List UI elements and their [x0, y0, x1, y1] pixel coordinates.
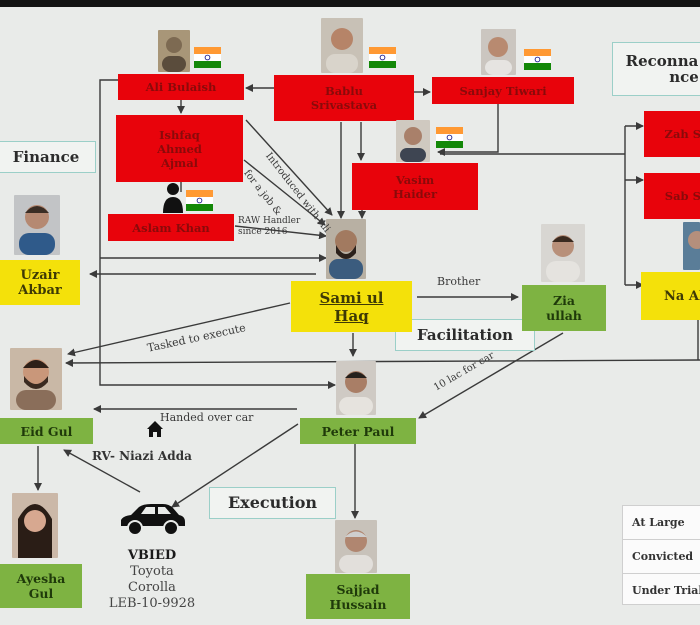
node-na-ak-label: Na Ak: [664, 288, 700, 304]
section-facilitation: Facilitation: [395, 319, 535, 351]
photo-na-ak: [683, 222, 700, 270]
node-ayesha-gul: Ayesha Gul: [0, 564, 82, 608]
node-aslam-khan-label: Aslam Khan: [132, 220, 210, 235]
node-eid-gul-label: Eid Gul: [20, 423, 73, 439]
node-sami-ul-haq-label: Sami ul Haq: [319, 288, 384, 325]
node-ali-bulaish: Ali Bulaish: [118, 74, 244, 100]
edge-aslam-sami: [234, 225, 327, 240]
edge-label-brother-text: Brother: [437, 275, 481, 288]
section-reconnaissance: Reconna nce: [612, 42, 700, 96]
node-sab-sh-label: Sab Sh: [664, 189, 700, 203]
section-finance-label: Finance: [12, 148, 80, 166]
edge-ishfaq-sami: [243, 159, 326, 226]
house-icon: [147, 421, 163, 437]
node-uzair-akbar: Uzair Akbar: [0, 260, 80, 305]
node-sanjay-tiwari-label: Sanjay Tiwari: [459, 83, 547, 98]
edge-peter-car: [171, 423, 299, 508]
node-zah-sh-label: Zah Sh: [664, 127, 700, 141]
vbied-info: VBIED Toyota Corolla LEB-10-9928: [106, 548, 198, 612]
photo-uzair-akbar: [14, 195, 60, 255]
node-bablu-srivastava: Bablu Srivastava: [274, 75, 414, 121]
node-vasim-haider-label: Vasim Haider: [392, 172, 438, 201]
india-flag-icon: [369, 47, 396, 68]
node-aslam-khan: Aslam Khan: [108, 214, 234, 241]
photo-peter-paul: [336, 361, 376, 415]
photo-sajjad-hussain: [335, 520, 377, 573]
person-silhouette-icon: [163, 183, 183, 213]
india-flag-icon: [524, 49, 551, 70]
node-zah-sh: Zah Sh: [644, 111, 700, 157]
photo-bablu-srivastava: [321, 18, 363, 73]
vbied-make: Toyota: [130, 564, 174, 579]
photo-vasim-haider: [396, 120, 430, 162]
edge-sami-eidgul: [67, 302, 291, 357]
section-finance: Finance: [0, 141, 96, 173]
photo-zia-ullah: [541, 224, 585, 282]
node-uzair-akbar-label: Uzair Akbar: [18, 267, 62, 298]
edge-label-handed-text: Handed over car: [160, 411, 254, 424]
india-flag-icon: [186, 190, 213, 211]
edge-ali-sami: [245, 119, 333, 216]
vbied-title: VBIED: [127, 548, 177, 563]
edge-label-raw-handler: RAW Handler since 2016: [238, 216, 300, 238]
photo-ayesha-gul: [12, 493, 58, 558]
node-na-ak: Na Ak: [641, 272, 700, 320]
edge-car-eidgul: [63, 449, 141, 493]
node-sajjad-hussain: Sajjad Hussain: [306, 574, 410, 619]
legend-convicted: Convicted: [623, 540, 700, 574]
edge-sanjay-vasim: [437, 104, 499, 156]
edge-zia-peter: [418, 332, 564, 419]
legend-under-trial: Under Trial: [632, 584, 700, 597]
photo-ali-bulaish: [158, 30, 190, 72]
section-execution: Execution: [209, 487, 336, 519]
node-ali-bulaish-label: Ali Bulaish: [145, 80, 217, 94]
edge-label-raw-handler-line2: since 2016: [238, 227, 288, 237]
node-sami-ul-haq: Sami ul Haq: [291, 281, 412, 332]
node-bablu-srivastava-label: Bablu Srivastava: [310, 84, 378, 112]
section-execution-label: Execution: [227, 493, 318, 512]
edge-right-long: [65, 358, 700, 367]
edge-label-rv: RV- Niazi Adda: [92, 449, 192, 463]
edge-label-rv-text: RV- Niazi Adda: [92, 449, 192, 463]
node-peter-paul-label: Peter Paul: [321, 423, 395, 439]
node-zia-ullah-label: Zia ullah: [546, 293, 582, 323]
photo-eid-gul: [10, 348, 62, 410]
india-flag-icon: [194, 47, 221, 68]
vbied-model: Corolla: [128, 580, 176, 595]
vbied-plate: LEB-10-9928: [108, 596, 196, 611]
edge-label-brother: Brother: [437, 275, 480, 288]
node-ishfaq-ahmed-ajmal: Ishfaq Ahmed Ajmal: [116, 115, 243, 182]
india-flag-icon: [436, 127, 463, 148]
edge-left-bus: [99, 79, 336, 389]
node-eid-gul: Eid Gul: [0, 418, 93, 444]
node-ishfaq-ahmed-ajmal-label: Ishfaq Ahmed Ajmal: [157, 127, 202, 170]
legend-at-large: At Large: [623, 506, 700, 540]
legend: At Large Convicted Under Trial: [622, 505, 700, 605]
node-peter-paul: Peter Paul: [300, 418, 416, 444]
edge-label-handed: Handed over car: [160, 411, 253, 424]
node-ayesha-gul-label: Ayesha Gul: [16, 571, 66, 601]
section-facilitation-label: Facilitation: [417, 326, 513, 344]
edge-label-raw-handler-line1: RAW Handler: [238, 216, 301, 226]
node-vasim-haider: Vasim Haider: [352, 163, 478, 210]
node-sab-sh: Sab Sh: [644, 173, 700, 219]
car-icon: [121, 504, 185, 536]
top-bar: [0, 0, 700, 7]
node-zia-ullah: Zia ullah: [522, 285, 606, 331]
photo-sanjay-tiwari: [481, 29, 516, 75]
node-sanjay-tiwari: Sanjay Tiwari: [432, 77, 574, 104]
section-reconnaissance-line2: nce: [669, 68, 699, 86]
node-sajjad-hussain-label: Sajjad Hussain: [329, 581, 387, 612]
photo-sami-ul-haq: [326, 219, 366, 279]
section-reconnaissance-line1: Reconna: [625, 52, 699, 70]
